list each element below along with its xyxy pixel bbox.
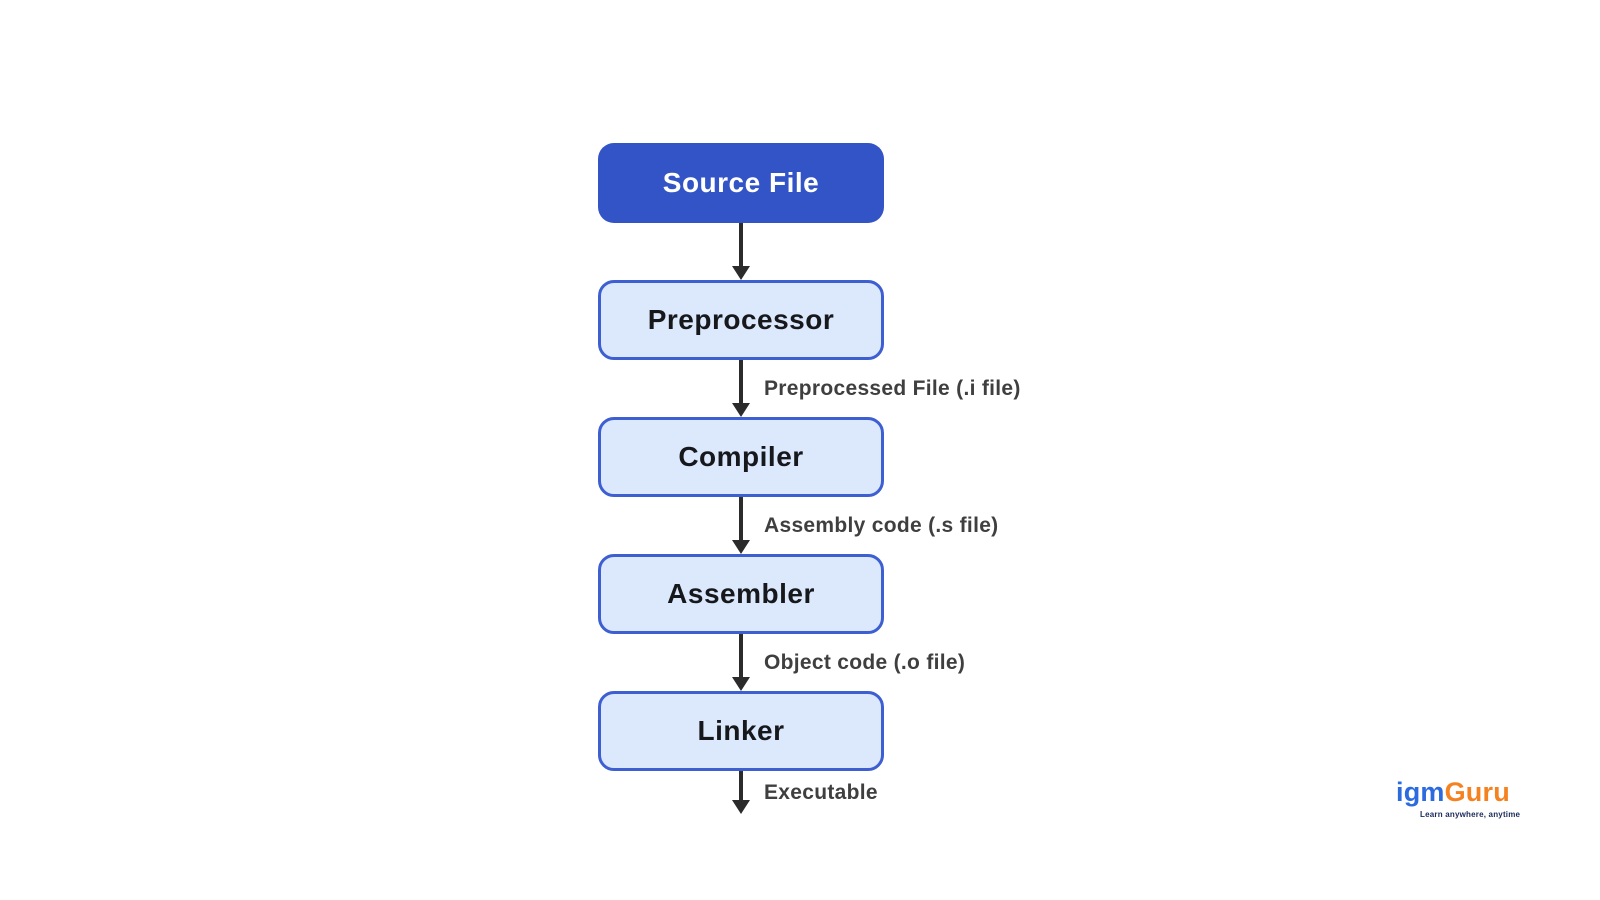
node-assembler-label: Assembler xyxy=(667,578,815,609)
node-compiler: Compiler xyxy=(598,417,884,497)
node-preprocessor-label: Preprocessor xyxy=(647,304,835,335)
arrow-head xyxy=(732,800,750,814)
igmguru-logo: igmGuru Learn anywhere, anytime xyxy=(1396,777,1521,819)
edge-linker-to-executable: Executable xyxy=(598,771,884,814)
arrow-head xyxy=(732,540,750,554)
arrow-down-icon xyxy=(732,634,750,691)
node-preprocessor: Preprocessor xyxy=(598,280,884,360)
edge-label-object-code: Object code (.o file) xyxy=(764,650,966,674)
arrow-head xyxy=(732,403,750,417)
logo-tagline: Learn anywhere, anytime xyxy=(1420,809,1521,819)
node-source-file: Source File xyxy=(598,143,884,223)
edge-label-assembly-code: Assembly code (.s file) xyxy=(764,513,999,537)
arrow-down-icon xyxy=(732,771,750,814)
logo-igm: igm xyxy=(1396,777,1445,807)
arrow-stem xyxy=(739,360,743,403)
arrow-head xyxy=(732,677,750,691)
node-assembler: Assembler xyxy=(598,554,884,634)
arrow-stem xyxy=(739,223,743,266)
edge-label-executable: Executable xyxy=(764,780,878,804)
edge-assembler-to-linker: Object code (.o file) xyxy=(598,634,965,691)
edge-preprocessor-to-compiler: Preprocessed File (.i file) xyxy=(598,360,1020,417)
arrow-down-icon xyxy=(732,360,750,417)
node-linker-label: Linker xyxy=(697,715,785,746)
arrow-stem xyxy=(739,771,743,800)
logo-guru: Guru xyxy=(1444,777,1510,807)
arrow-down-icon xyxy=(732,497,750,554)
compilation-flowchart: Source File Preprocessor Preprocessed Fi… xyxy=(598,143,1020,814)
arrow-stem xyxy=(739,634,743,677)
edge-source-to-preprocessor xyxy=(598,223,884,280)
node-linker: Linker xyxy=(598,691,884,771)
edge-compiler-to-assembler: Assembly code (.s file) xyxy=(598,497,998,554)
node-compiler-label: Compiler xyxy=(678,441,804,472)
edge-label-preprocessed-file: Preprocessed File (.i file) xyxy=(764,376,1021,400)
igmguru-logo-text: igmGuru xyxy=(1396,777,1520,808)
arrow-head xyxy=(732,266,750,280)
arrow-down-icon xyxy=(732,223,750,280)
arrow-stem xyxy=(739,497,743,540)
node-source-file-label: Source File xyxy=(662,167,820,198)
